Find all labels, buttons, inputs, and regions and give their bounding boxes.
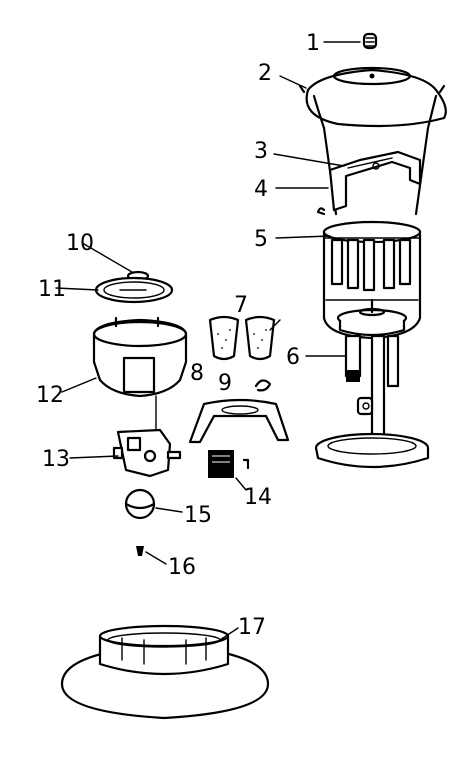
part-6-burner-assembly xyxy=(314,298,430,469)
part-8-stand xyxy=(188,398,290,444)
part-14-battery xyxy=(208,450,250,478)
label-2: 2 xyxy=(258,61,272,86)
label-9: 9 xyxy=(218,371,232,396)
label-5: 5 xyxy=(254,227,268,252)
leader-lines xyxy=(55,41,361,641)
label-10: 10 xyxy=(66,231,94,256)
label-8: 8 xyxy=(190,361,204,386)
part-16-screw xyxy=(136,546,144,556)
label-3: 3 xyxy=(254,139,268,164)
part-2-ventilator xyxy=(298,66,447,128)
label-13: 13 xyxy=(42,447,70,472)
part-17-base xyxy=(60,624,270,720)
callout-labels: 1 2 3 4 5 6 7 8 9 10 11 12 13 14 15 16 1… xyxy=(36,31,320,640)
label-12: 12 xyxy=(36,383,64,408)
part-11-lid xyxy=(94,276,174,304)
part-5-globe xyxy=(312,94,438,340)
label-11: 11 xyxy=(38,277,66,302)
label-7: 7 xyxy=(234,293,248,318)
part-1-cap-nut xyxy=(362,32,378,50)
label-17: 17 xyxy=(238,615,266,640)
label-6: 6 xyxy=(286,345,300,370)
part-3-bracket xyxy=(328,150,422,212)
part-15-float xyxy=(124,488,156,520)
label-14: 14 xyxy=(244,485,272,510)
label-15: 15 xyxy=(184,503,212,528)
part-12-housing xyxy=(92,316,188,398)
part-9-clip xyxy=(254,379,272,392)
part-4-frame xyxy=(316,207,326,216)
label-4: 4 xyxy=(254,177,268,202)
part-13-valve xyxy=(112,395,182,478)
label-16: 16 xyxy=(168,555,196,580)
part-7-mantles xyxy=(208,315,276,361)
label-1: 1 xyxy=(306,31,320,56)
